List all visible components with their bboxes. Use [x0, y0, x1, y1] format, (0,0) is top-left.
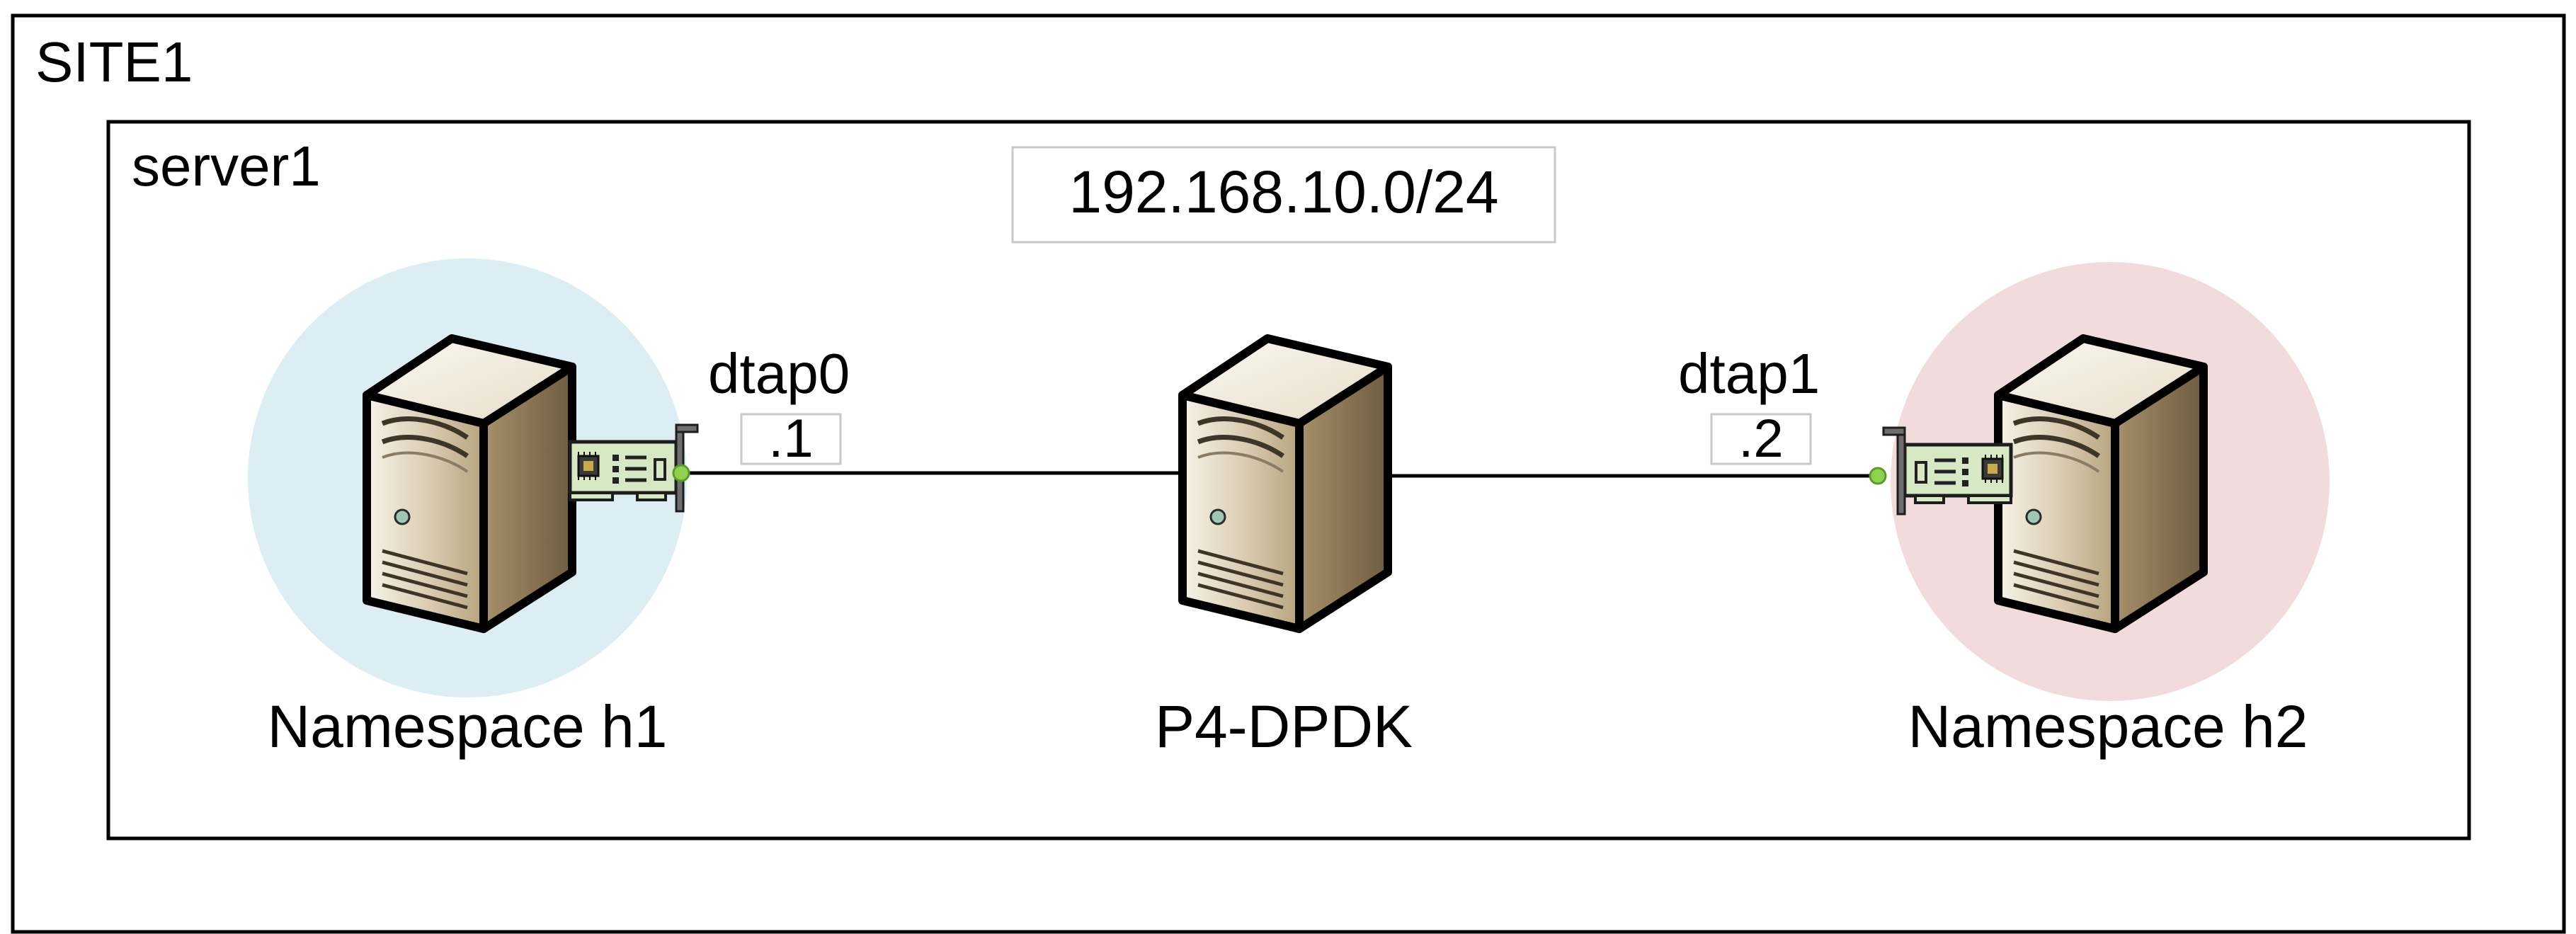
subnet-label: 192.168.10.0/24	[1068, 159, 1498, 225]
node-label-h1: Namespace h1	[268, 693, 668, 760]
node-label-p4: P4-DPDK	[1155, 693, 1413, 760]
ip-suffix-right: .2	[1738, 409, 1783, 469]
link-port-icon[interactable]	[672, 464, 690, 482]
ip-box-left	[740, 413, 842, 465]
server-tower-icon[interactable]	[1182, 338, 1388, 629]
interface-name-left: dtap0	[708, 342, 850, 405]
site-label: SITE1	[35, 30, 193, 93]
ip-suffix-left: .1	[768, 409, 813, 469]
node-label-h2: Namespace h2	[1908, 693, 2308, 760]
subnet-box	[1011, 146, 1556, 244]
server-tower-icon[interactable]	[1998, 338, 2204, 629]
link-port-icon[interactable]	[1869, 467, 1887, 485]
server-tower-icon[interactable]	[367, 338, 572, 629]
interface-name-right: dtap1	[1678, 342, 1820, 405]
ip-box-right	[1710, 413, 1812, 465]
server-label: server1	[132, 135, 321, 198]
